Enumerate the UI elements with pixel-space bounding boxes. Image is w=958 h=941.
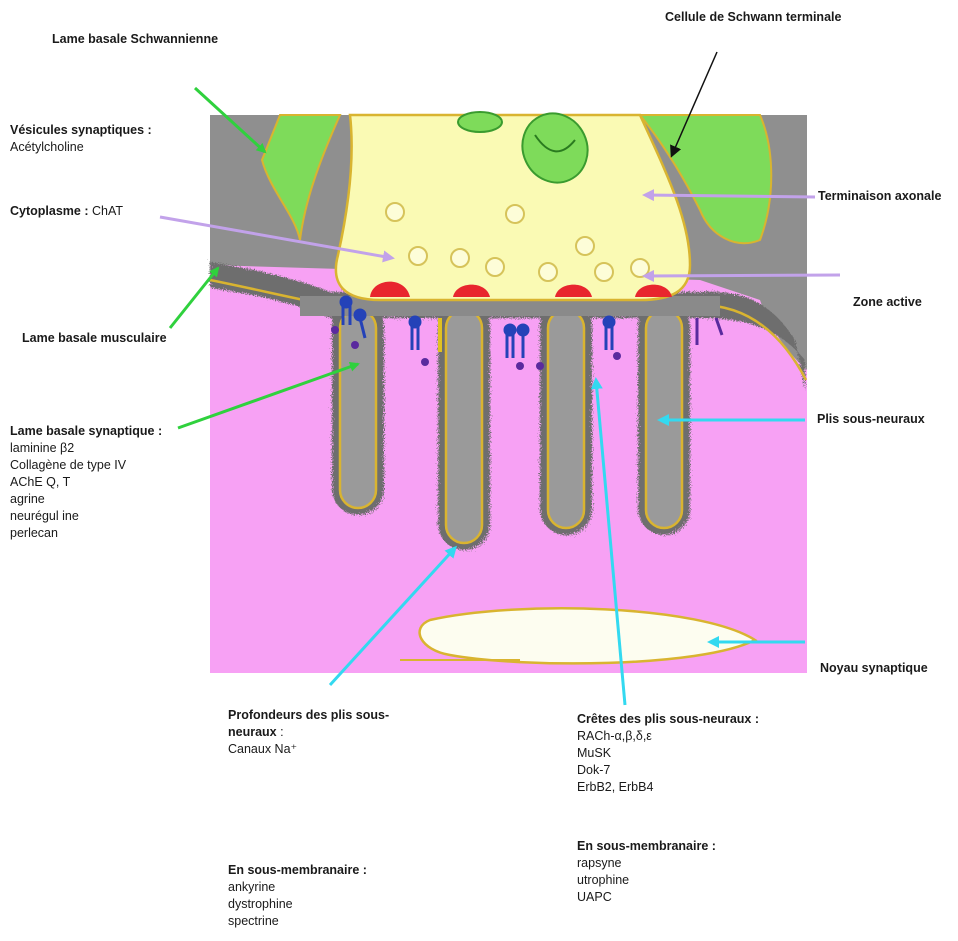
label-submembrane-left: En sous-membranaire : ankyrine dystrophi… xyxy=(228,862,367,930)
label-subneural-folds: Plis sous-neuraux xyxy=(817,411,925,428)
label-terminal-schwann-cell: Cellule de Schwann terminale xyxy=(665,9,841,26)
label-fold-depths: Profondeurs des plis sous-neuraux : Cana… xyxy=(228,707,418,758)
label-active-zone: Zone active xyxy=(853,294,922,311)
label-synaptic-basal-lamina: Lame basale synaptique : laminine β2 Col… xyxy=(10,423,162,542)
label-muscle-basal-lamina: Lame basale musculaire xyxy=(22,330,167,347)
label-synaptic-nucleus: Noyau synaptique xyxy=(820,660,928,677)
label-synaptic-vesicles: Vésicules synaptiques : Acétylcholine xyxy=(10,122,152,156)
label-schwann-basal-lamina: Lame basale Schwannienne xyxy=(52,31,218,48)
membrane-marker xyxy=(438,318,442,352)
label-cytoplasm: Cytoplasme : ChAT xyxy=(10,203,123,220)
label-submembrane-right: En sous-membranaire : rapsyne utrophine … xyxy=(577,838,716,906)
label-fold-crests: Crêtes des plis sous-neuraux : RACh-α,β,… xyxy=(577,711,759,796)
label-axon-terminal: Terminaison axonale xyxy=(818,188,941,205)
